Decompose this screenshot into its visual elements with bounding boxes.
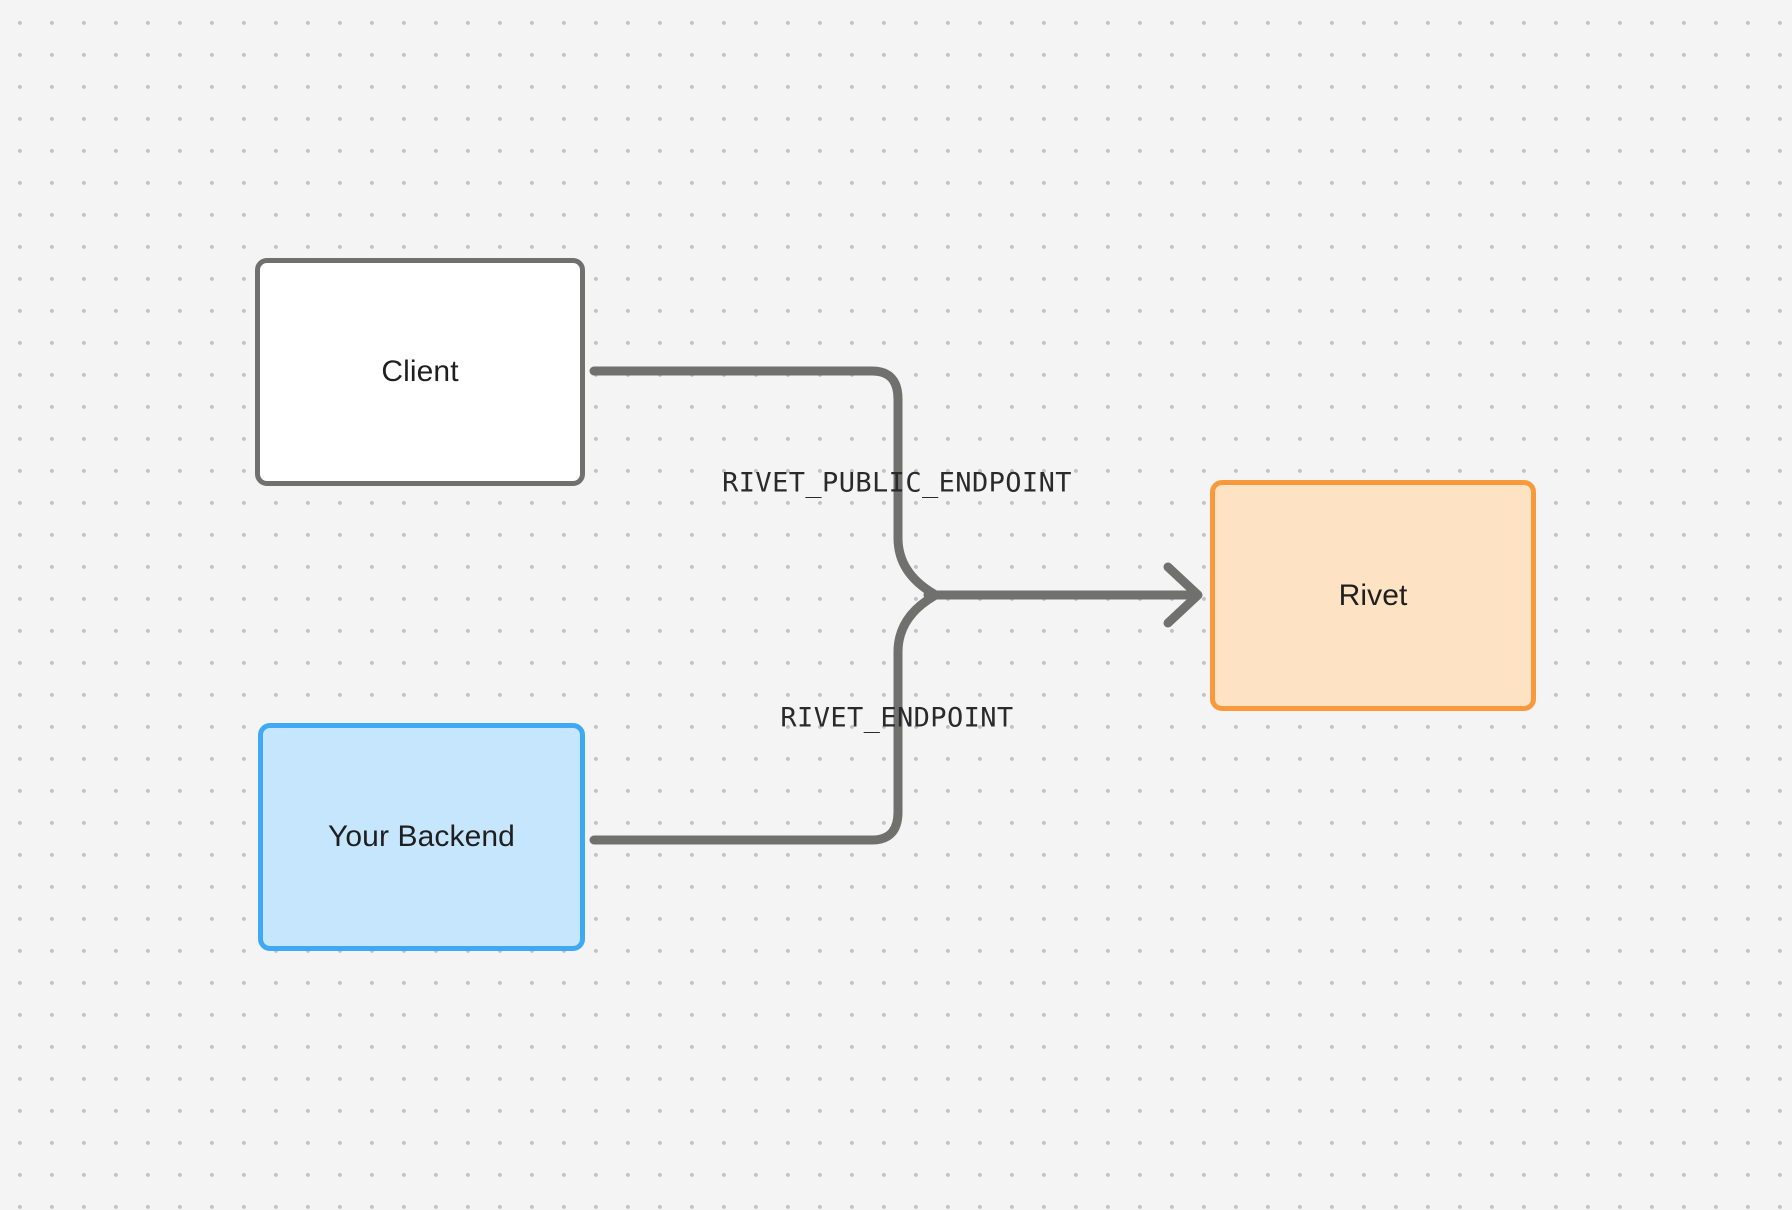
arrow-head-icon xyxy=(1163,562,1203,628)
node-rivet-label: Rivet xyxy=(1338,578,1408,612)
node-your-backend[interactable]: Your Backend xyxy=(258,723,585,951)
node-client[interactable]: Client xyxy=(255,258,585,486)
node-your-backend-label: Your Backend xyxy=(328,820,515,853)
node-rivet[interactable]: Rivet xyxy=(1210,480,1536,711)
edge-label-rivet-public-endpoint: RIVET_PUBLIC_ENDPOINT xyxy=(722,467,1072,499)
node-client-label: Client xyxy=(381,355,459,388)
edge-label-rivet-endpoint: RIVET_ENDPOINT xyxy=(780,702,1014,734)
